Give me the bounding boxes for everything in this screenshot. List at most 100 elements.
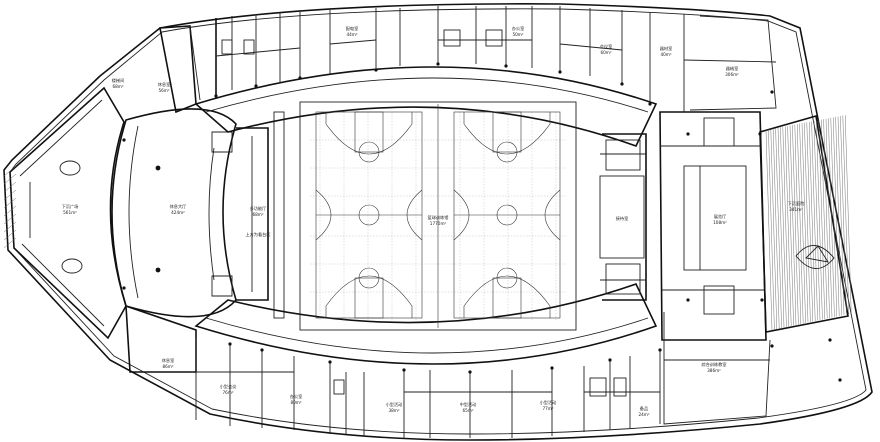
column-marker [770,344,774,348]
column-marker [828,338,832,342]
basketball-courts [299,101,577,331]
label-s-room-4-name: 中型活动 [460,401,477,408]
terrace-hatch-line [768,129,775,330]
terrace-hatch [765,115,852,331]
column-marker [214,94,218,98]
label-se-small-name: 备品 [640,405,648,412]
label-ramp: 上方为看台区 [245,231,270,238]
terrace-hatch-line [811,121,818,321]
west-steps [3,165,17,249]
label-lobby-area: 424m² [171,210,185,215]
label-s-room-1-name: 小型会议 [220,383,238,390]
terrace-hatch-line [816,120,823,320]
lobby [111,108,237,318]
label-plaza-name: 下沉广场 [62,203,79,210]
column-marker [558,70,562,74]
label-nw-room-area: 68m² [252,212,263,217]
column-marker [298,76,302,80]
column-marker [838,378,842,382]
label-nw-room-name: 多功能厅 [250,205,267,212]
terrace-hatch-line [837,116,845,316]
label-sports-hall-name: 篮球训练馆 [428,214,449,221]
label-east-terrace-name: 下沉庭院 [788,200,806,207]
terrace-hatch-line [808,121,816,322]
column-marker [758,132,762,136]
column-marker [648,102,652,106]
label-north-lounge-area: 56m² [158,88,169,93]
terrace-hatch-line [799,123,806,324]
outer-wall [3,3,873,441]
column-marker [260,348,264,352]
label-s-room-2-area: 80m² [290,400,301,405]
column-marker [658,348,662,352]
column-marker [608,358,612,362]
label-east-core-name: 接待室 [616,215,629,222]
label-lobby-name: 休息大厅 [170,203,187,210]
court-left [315,111,423,319]
label-se-small-area: 24m² [638,412,649,417]
court-right [453,111,561,319]
column-marker [328,360,332,364]
west-stand [236,111,285,319]
court-ring [194,66,658,365]
terrace-hatch-line [772,128,780,329]
structural-columns [214,62,842,382]
terrace-hatch-line [844,115,852,314]
terrace-hatch-line [832,117,840,317]
terrace-hatch-line [780,127,787,328]
terrace-hatch-line [806,122,814,322]
label-s-room-4-area: 65m² [462,408,473,413]
column-marker [686,298,690,302]
court-grid [310,112,566,320]
terrace-hatch-line [796,124,804,324]
east-terrace [759,114,852,333]
terrace-hatch-line [823,119,830,319]
label-n-room-3-name: 配电室 [346,25,359,32]
terrace-hatch-line [830,117,838,317]
terrace-hatch-line [765,129,773,331]
label-south-east-name: 综合训练教室 [701,361,726,368]
column-marker [228,342,232,346]
terrace-hatch-line [804,122,811,323]
terrace-hatch-line [842,115,850,315]
label-north-office-name: 会议室 [600,43,613,50]
column-marker [760,298,764,302]
terrace-hatch-line [840,116,847,315]
east-block [659,111,767,341]
label-s-room-1-area: 76m² [222,390,233,395]
label-south-lounge-area: 86m² [162,364,173,369]
room-labels: 篮球训练馆 1770m² 休息大厅 424m² 下沉广场 561m² 展览厅 1… [62,25,806,417]
label-sports-hall-area: 1770m² [430,221,447,226]
label-south-lounge-name: 休息室 [162,357,175,364]
terrace-hatch-line [770,129,778,330]
label-s-room-5-name: 小型活动 [540,399,557,406]
label-n-room-4-area: 50m² [512,32,523,37]
terrace-hatch-line [784,126,792,327]
label-plaza-area: 561m² [63,210,77,215]
label-north-east-name: 器械室 [726,65,739,72]
label-n-room-4-name: 办公室 [512,25,525,32]
column-marker [468,370,472,374]
north-rooms [159,6,777,114]
terrace-hatch-line [794,124,802,325]
label-east-hall-name: 展览厅 [714,213,727,220]
terrace-hatch-line [813,120,821,321]
label-north-office-area: 60m² [600,50,611,55]
label-s-room-3-name: 小型活动 [386,401,403,408]
column-marker [550,366,554,370]
label-north-lounge-name: 休息室 [158,81,171,88]
label-n-room-2-name: 器材室 [660,45,673,52]
terrace-hatch-line [835,116,842,316]
terrace-hatch-line [825,118,833,318]
label-south-east-area: 386m² [707,368,721,373]
label-s-room-3-area: 38m² [388,408,399,413]
label-north-east-area: 306m² [725,72,739,77]
terrace-hatch-line [789,125,797,326]
terrace-hatch-line [777,127,785,328]
column-marker [770,90,774,94]
label-stair-w-name: 楼梯间 [112,77,125,84]
terrace-hatch-line [792,125,799,325]
terrace-hatch-line [787,125,794,326]
label-s-room-5-area: 77m² [542,406,553,411]
